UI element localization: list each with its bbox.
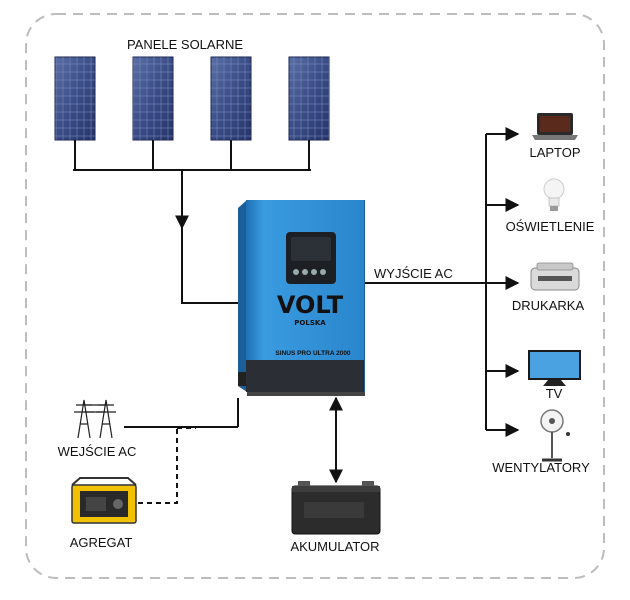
label-fans: WENTYLATORY xyxy=(492,460,590,475)
printer-icon xyxy=(530,262,580,291)
solar-panel-icon xyxy=(210,56,252,141)
fan-icon xyxy=(540,409,570,462)
generator-icon xyxy=(71,477,137,524)
tv-icon xyxy=(528,350,581,386)
label-panels: PANELE SOLARNE xyxy=(127,37,243,52)
generator-wiring xyxy=(138,427,196,504)
laptop-icon xyxy=(532,113,578,140)
solar-panel-icon xyxy=(132,56,174,141)
label-printer: DRUKARKA xyxy=(512,298,585,313)
solar-panels xyxy=(54,56,330,141)
label-ac-input: WEJŚCIE AC xyxy=(58,444,137,459)
panel-wiring xyxy=(73,140,311,304)
label-battery: AKUMULATOR xyxy=(290,539,379,554)
light-bulb-icon xyxy=(543,178,565,211)
solar-panel-icon xyxy=(54,56,96,141)
inverter-model: SINUS PRO ULTRA 2000 xyxy=(275,350,351,357)
solar-panel-icon xyxy=(288,56,330,141)
inverter xyxy=(238,200,365,396)
label-tv: TV xyxy=(546,386,563,401)
diagram-border xyxy=(25,13,605,579)
battery-icon xyxy=(291,481,381,535)
ac-input-wiring xyxy=(124,398,239,428)
inverter-logo-sub: POLSKA xyxy=(294,319,326,327)
label-lighting: OŚWIETLENIE xyxy=(506,219,595,234)
label-laptop: LAPTOP xyxy=(529,145,580,160)
power-pylon-icon xyxy=(74,399,116,439)
label-generator: AGREGAT xyxy=(70,535,133,550)
ac-output-wiring xyxy=(365,127,520,437)
inverter-logo: VOLT xyxy=(277,291,344,319)
label-ac-output: WYJŚCIE AC xyxy=(374,266,453,281)
